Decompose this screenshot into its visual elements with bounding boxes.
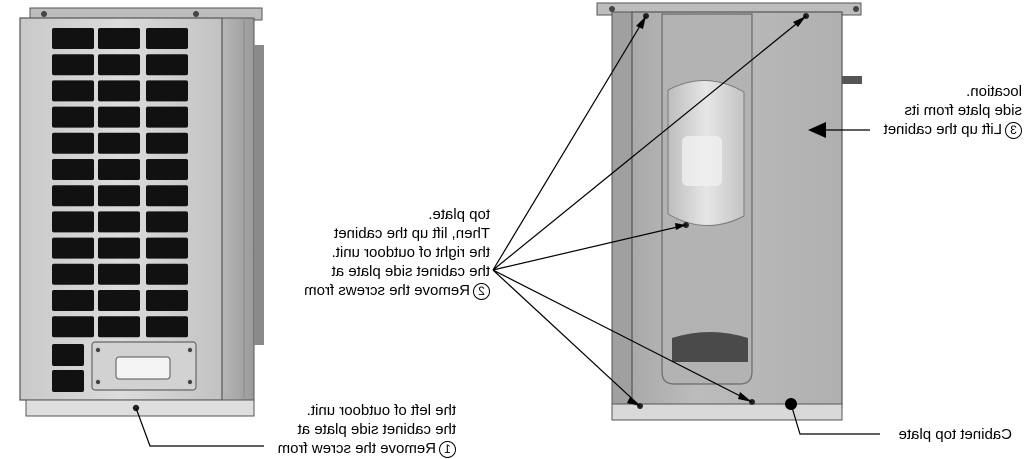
vent-slot xyxy=(146,28,188,49)
vent-slot xyxy=(146,54,188,76)
service-pipe-stub xyxy=(842,76,862,84)
flange-screw-icon xyxy=(41,11,47,17)
step2-line-3: the right of outdoor unit. xyxy=(331,244,490,261)
handle-screw-icon xyxy=(187,347,193,353)
vent-slot xyxy=(146,80,188,102)
vent-slot xyxy=(52,290,94,311)
vent-slot xyxy=(52,237,94,259)
vent-slot xyxy=(52,80,94,102)
vent-slot xyxy=(98,316,140,338)
flange-screw-icon xyxy=(853,6,859,12)
vent-slot xyxy=(146,185,188,207)
step3-line-2: side plate from its xyxy=(904,102,1022,119)
cabinet-top-plate-label: Cabinet top plate xyxy=(898,426,1012,443)
left-unit-side-panel xyxy=(219,17,255,401)
right-unit xyxy=(596,2,862,421)
step3-line-3: location. xyxy=(966,83,1022,100)
vent-slot xyxy=(98,237,140,259)
step3-number-badge: 3 xyxy=(1005,122,1022,139)
vent-grille xyxy=(52,28,188,392)
step3-line-1: 3Lift up the cabinet xyxy=(872,120,1022,139)
handle-screw-icon xyxy=(187,379,193,385)
vent-slot xyxy=(98,263,140,285)
vent-slot xyxy=(52,54,94,76)
vent-slot xyxy=(52,159,94,180)
step2-leader-lines xyxy=(492,15,807,407)
step1-leader-line xyxy=(135,407,264,447)
vent-slot xyxy=(98,54,140,76)
vent-slot xyxy=(98,106,140,128)
vent-slot xyxy=(52,370,84,392)
step2-line-1: 2Remove the screws from xyxy=(298,281,490,300)
vent-slot xyxy=(146,106,188,128)
vent-slot xyxy=(146,132,188,154)
step1-line-1: 1Remove the screw from xyxy=(266,439,456,458)
cabinet-top-plate-callout: Cabinet top plate xyxy=(878,425,1012,444)
step1-line-3: the left of outdoor unit. xyxy=(306,402,456,419)
top-plate-leader-line xyxy=(790,403,880,435)
vent-slot xyxy=(146,290,188,311)
vent-slot xyxy=(52,132,94,154)
handle-screw-icon xyxy=(95,379,101,385)
vent-slot xyxy=(52,185,94,207)
left-unit xyxy=(19,7,264,417)
step2-line-4: Then, lift up the cabinet xyxy=(334,225,490,242)
flange-screw-icon xyxy=(609,6,615,12)
left-unit-bottom-plate xyxy=(25,399,255,417)
vent-slot xyxy=(98,80,140,102)
step3-arrow xyxy=(808,122,870,138)
step2-number-badge: 2 xyxy=(473,283,490,300)
vent-slot xyxy=(98,28,140,49)
vent-slot xyxy=(52,211,94,233)
vent-slot xyxy=(146,159,188,180)
fan-blade-reflection xyxy=(682,136,722,186)
vent-slot xyxy=(98,185,140,207)
heat-exchanger-fins xyxy=(254,45,264,345)
vent-slot xyxy=(52,28,94,49)
vent-slot xyxy=(98,159,140,180)
step1-line-2: the cabinet side plate at xyxy=(297,421,456,438)
step2-line-2: the cabinet side plate at xyxy=(331,263,490,280)
cabinet-top-plate xyxy=(611,403,843,421)
vent-slot xyxy=(98,211,140,233)
step2-line-5: top plate. xyxy=(428,206,490,223)
vent-slot xyxy=(146,237,188,259)
vent-slot xyxy=(98,132,140,154)
step1-number-badge: 1 xyxy=(439,441,456,458)
handle-screw-icon xyxy=(95,347,101,353)
flange-screw-icon xyxy=(193,11,199,17)
vent-slot xyxy=(146,316,188,338)
vent-slot xyxy=(52,263,94,285)
vent-slot xyxy=(146,211,188,233)
fan-support xyxy=(672,332,748,362)
vent-slot xyxy=(98,290,140,311)
vent-slot xyxy=(146,263,188,285)
vent-slot xyxy=(52,344,84,366)
step2-arrowheads xyxy=(627,16,806,406)
step3-callout: location. side plate from its 3Lift up t… xyxy=(872,82,1022,139)
step2-callout: top plate. Then, lift up the cabinet the… xyxy=(298,205,490,300)
vent-slot xyxy=(52,316,94,338)
step1-callout: the left of outdoor unit. the cabinet si… xyxy=(266,401,456,458)
vent-slot xyxy=(52,106,94,128)
carry-handle-slot xyxy=(115,356,171,380)
